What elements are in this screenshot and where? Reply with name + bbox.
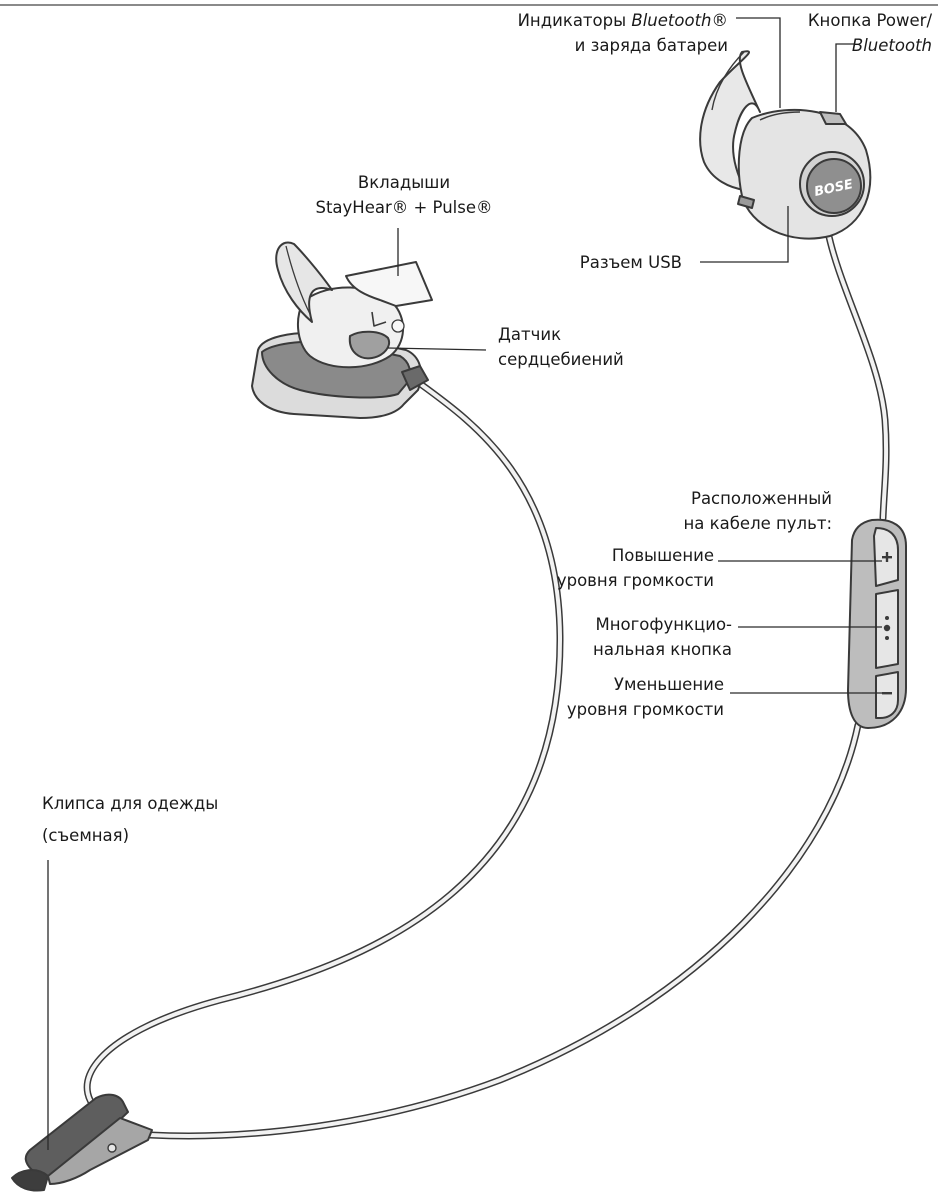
- label-voldown-line1: Уменьшение: [567, 672, 724, 697]
- label-clip-line1: Клипса для одежды: [42, 788, 218, 820]
- label-heart-sensor: Датчик сердцебиений: [498, 322, 624, 372]
- label-clip-line2: (съемная): [42, 820, 218, 852]
- heart-sensor-illustration: [350, 332, 389, 359]
- label-indicators-line2: и заряда батареи: [518, 33, 728, 58]
- label-indicators: Индикаторы Bluetooth® и заряда батареи: [518, 8, 728, 58]
- label-indicators-bluetooth: Bluetooth: [631, 11, 711, 30]
- inline-remote: [848, 520, 906, 728]
- label-voldown-line2: уровня громкости: [567, 697, 724, 722]
- label-volup-line2: уровня громкости: [557, 568, 714, 593]
- label-indicators-reg: ®: [712, 11, 729, 30]
- clothing-clip: [12, 1095, 152, 1191]
- label-remote: Расположенный на кабеле пульт:: [684, 486, 832, 536]
- label-multi-line2: нальная кнопка: [593, 637, 732, 662]
- label-tips: Вкладыши StayHear® + Pulse®: [310, 170, 498, 220]
- label-power-button: Кнопка Power/ Bluetooth: [808, 8, 932, 58]
- label-power-line1: Кнопка Power/: [808, 8, 932, 33]
- label-volume-down: Уменьшение уровня громкости: [567, 672, 724, 722]
- left-earbud: [252, 242, 432, 418]
- label-indicators-text: Индикаторы: [518, 11, 632, 30]
- label-tips-line2: StayHear® + Pulse®: [310, 195, 498, 220]
- right-earbud: [700, 51, 870, 238]
- label-heart-line2: сердцебиений: [498, 347, 624, 372]
- cable: [87, 232, 886, 1136]
- label-remote-line1: Расположенный: [684, 486, 832, 511]
- label-multifunction: Многофункцио- нальная кнопка: [593, 612, 732, 662]
- label-usb-text: Разъем USB: [580, 250, 682, 275]
- label-volup-line1: Повышение: [557, 543, 714, 568]
- label-clip: Клипса для одежды (съемная): [42, 788, 218, 852]
- volume-down-key: [876, 672, 898, 718]
- label-remote-line2: на кабеле пульт:: [684, 511, 832, 536]
- label-heart-line1: Датчик: [498, 322, 624, 347]
- label-tips-line1: Вкладыши: [310, 170, 498, 195]
- label-multi-line1: Многофункцио-: [593, 612, 732, 637]
- label-volume-up: Повышение уровня громкости: [557, 543, 714, 593]
- label-power-line2: Bluetooth: [808, 33, 932, 58]
- label-usb: Разъем USB: [580, 250, 682, 275]
